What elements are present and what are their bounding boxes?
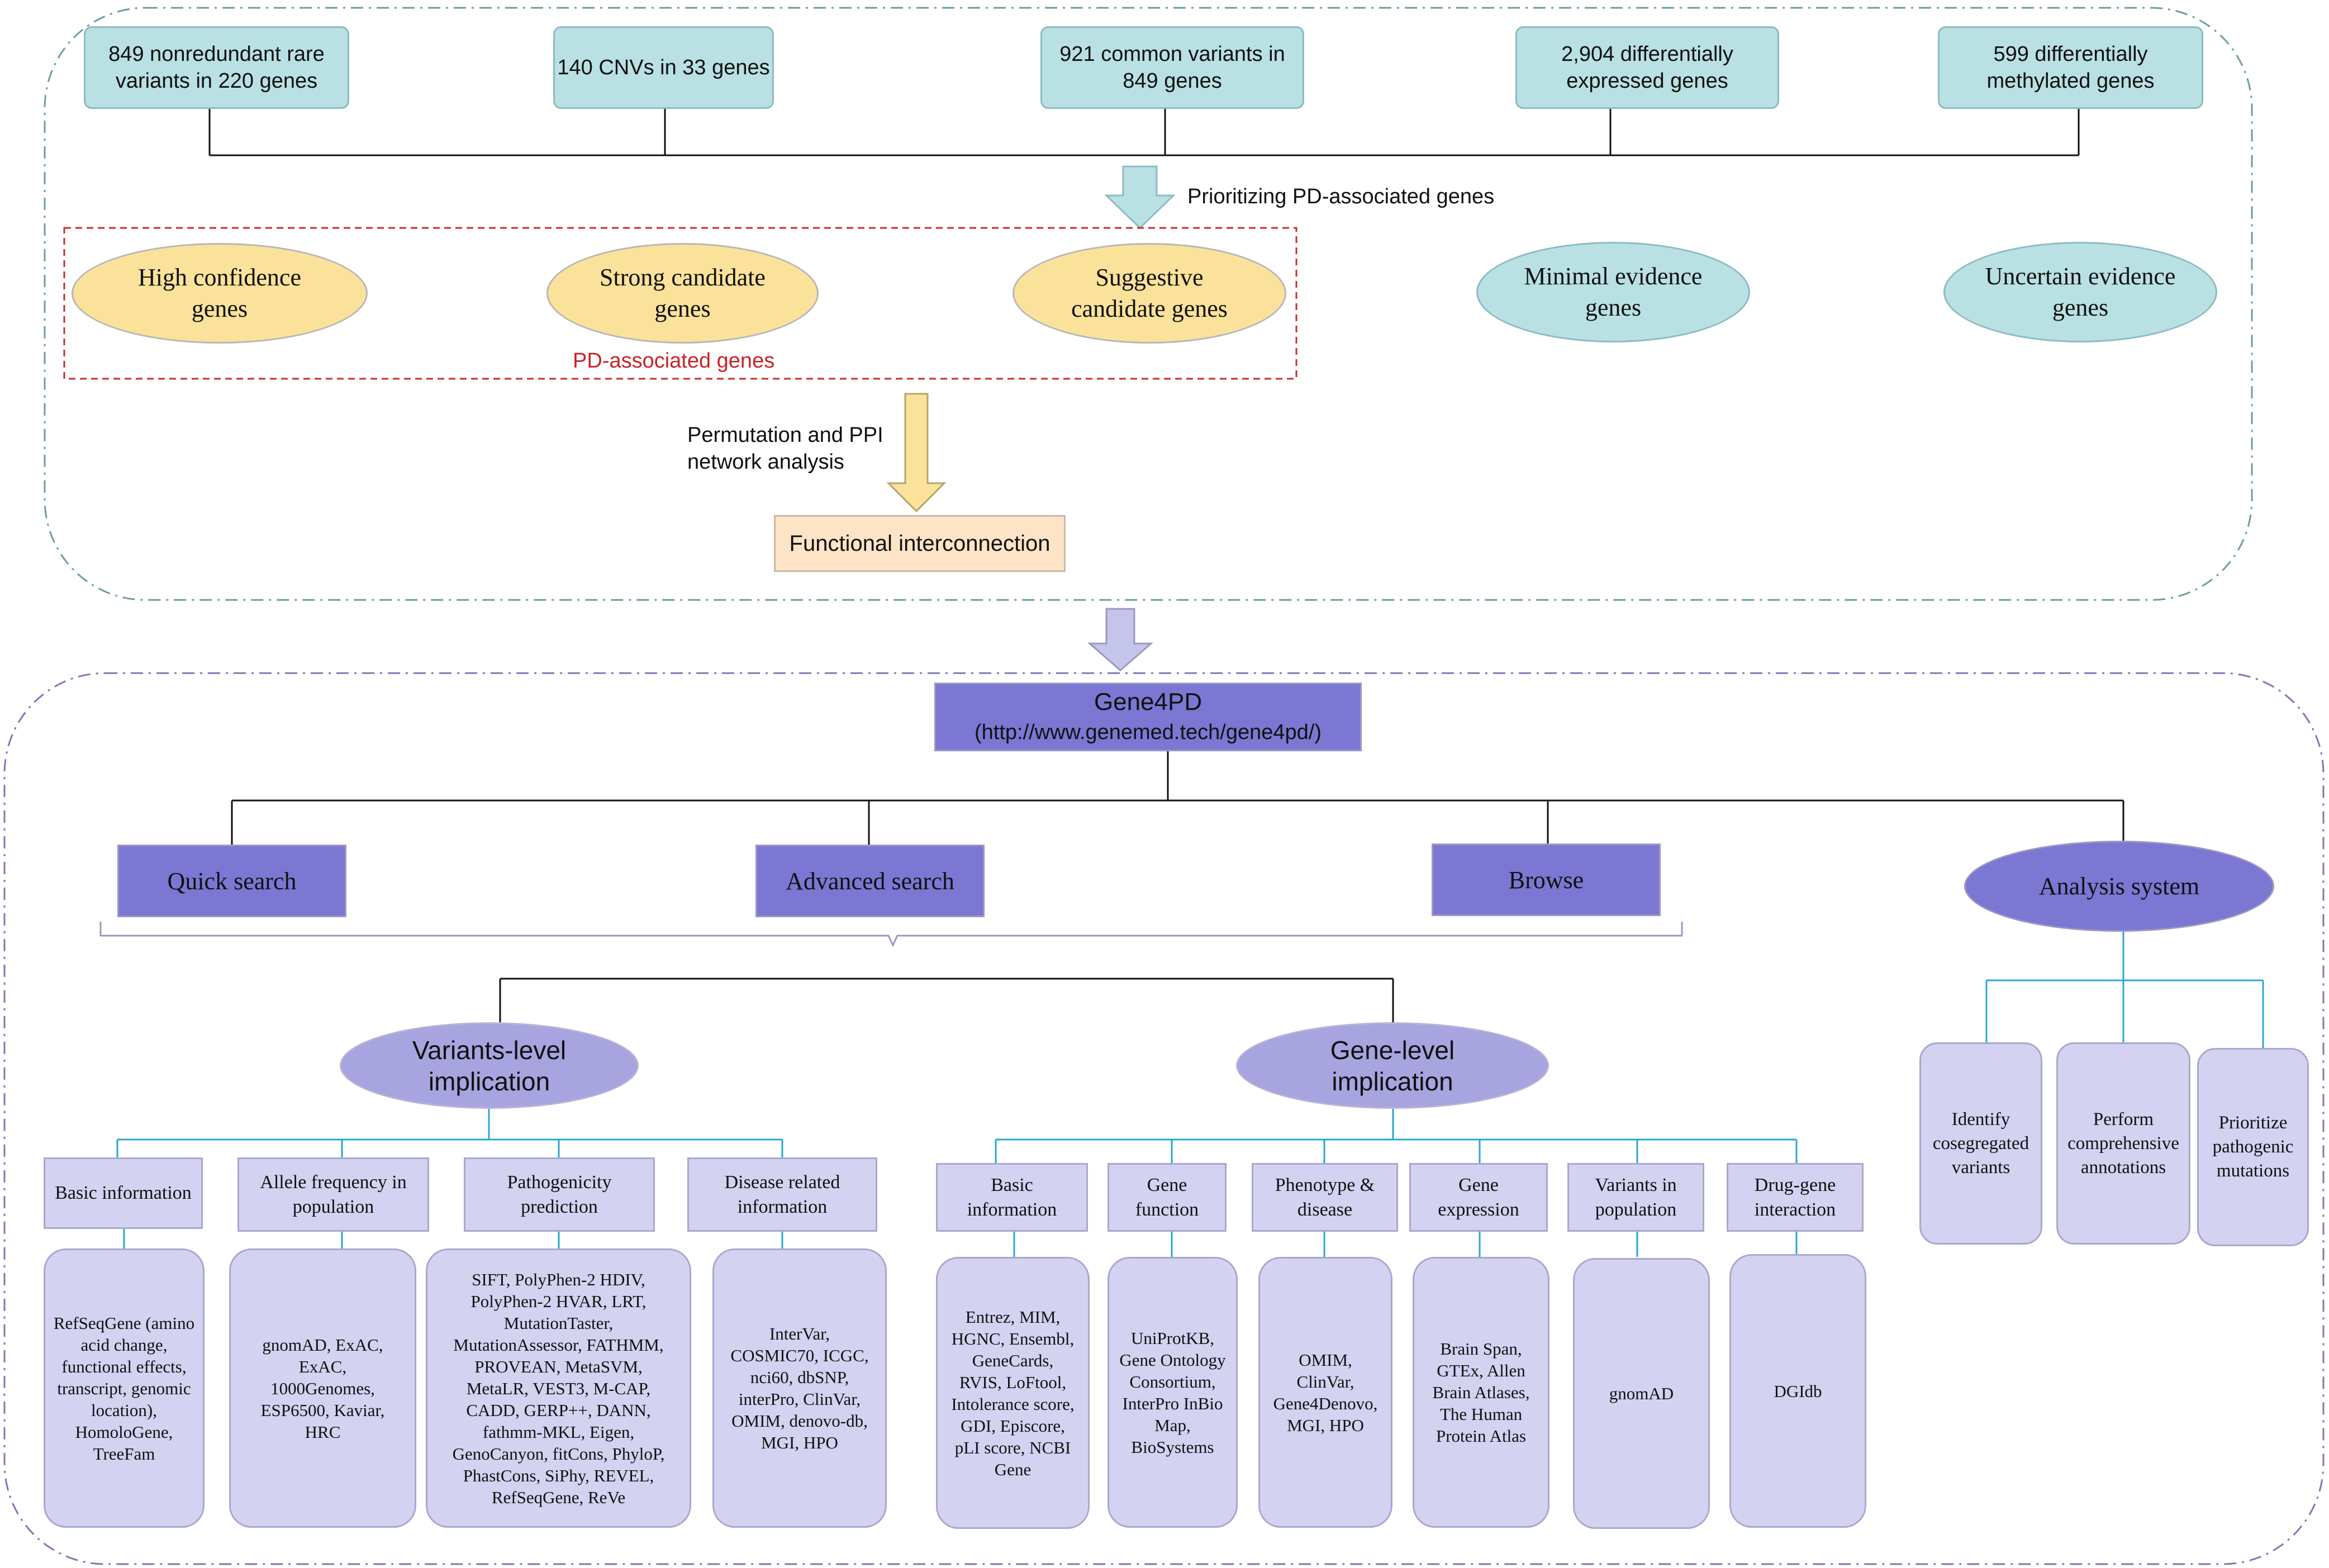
class-uncertain-evidence: Uncertain evidence genes xyxy=(1943,242,2217,342)
gene4pd-header: Gene4PD (http://www.genemed.tech/gene4pd… xyxy=(934,683,1362,751)
input-rare-variants: 849 nonredundant rare variants in 220 ge… xyxy=(84,26,349,109)
gene-detail-expression: Brain Span, GTEx, Allen Brain Atlases, T… xyxy=(1413,1257,1550,1528)
input-cnvs: 140 CNVs in 33 genes xyxy=(553,26,774,109)
variant-detail-allele-frequency: gnomAD, ExAC, ExAC, 1000Genomes, ESP6500… xyxy=(229,1248,416,1528)
variant-detail-basic-info: RefSeqGene (amino acid change, functiona… xyxy=(44,1248,205,1528)
gene4pd-url: (http://www.genemed.tech/gene4pd/) xyxy=(974,720,1322,744)
gene-detail-phenotype: OMIM, ClinVar, Gene4Denovo, MGI, HPO xyxy=(1258,1257,1392,1528)
permutation-label: Permutation and PPI network analysis xyxy=(687,423,883,474)
advanced-search-box: Advanced search xyxy=(755,845,985,917)
functional-interconnection-box: Functional interconnection xyxy=(774,515,1066,572)
quick-search-box: Quick search xyxy=(117,845,346,917)
input-differentially-methylated: 599 differentially methylated genes xyxy=(1938,26,2203,109)
variant-detail-disease-info: InterVar, COSMIC70, ICGC, nci60, dbSNP, … xyxy=(712,1248,887,1528)
gene-cat-drug-gene: Drug-gene interaction xyxy=(1727,1163,1864,1232)
gene-cat-expression: Gene expression xyxy=(1409,1163,1548,1232)
gene-level-ellipse: Gene-level implication xyxy=(1236,1022,1549,1109)
prioritizing-label: Prioritizing PD-associated genes xyxy=(1187,185,1495,208)
analysis-item-annotations: Perform comprehensive annotations xyxy=(2056,1042,2190,1245)
class-suggestive-candidate: Suggestive candidate genes xyxy=(1013,243,1286,344)
gene-cat-phenotype: Phenotype & disease xyxy=(1252,1163,1398,1232)
gene-detail-variants-population: gnomAD xyxy=(1573,1258,1710,1529)
gene-detail-gene-function: UniProtKB, Gene Ontology Consortium, Int… xyxy=(1108,1257,1238,1528)
variant-cat-disease-info: Disease related information xyxy=(687,1157,877,1232)
class-high-confidence: High confidence genes xyxy=(72,243,368,344)
gene4pd-title: Gene4PD xyxy=(1094,688,1202,716)
analysis-item-cosegregated: Identify cosegregated variants xyxy=(1919,1042,2042,1245)
pd-associated-label: PD-associated genes xyxy=(573,349,775,373)
class-minimal-evidence: Minimal evidence genes xyxy=(1476,242,1750,342)
analysis-system-ellipse: Analysis system xyxy=(1964,841,2274,932)
variant-cat-pathogenicity: Pathogenicity prediction xyxy=(464,1157,655,1232)
input-common-variants: 921 common variants in 849 genes xyxy=(1040,26,1304,109)
gene-cat-basic-info: Basic information xyxy=(936,1163,1088,1232)
class-strong-candidate: Strong candidate genes xyxy=(546,243,819,344)
analysis-item-prioritize: Prioritize pathogenic mutations xyxy=(2197,1048,2309,1246)
gene-cat-gene-function: Gene function xyxy=(1108,1163,1227,1232)
variant-detail-pathogenicity: SIFT, PolyPhen-2 HDIV, PolyPhen-2 HVAR, … xyxy=(426,1248,691,1528)
variant-cat-allele-frequency: Allele frequency in population xyxy=(237,1157,429,1232)
gene-cat-variants-population: Variants in population xyxy=(1567,1163,1704,1232)
variant-cat-basic-info: Basic information xyxy=(44,1157,203,1229)
gene-detail-basic-info: Entrez, MIM, HGNC, Ensembl, GeneCards, R… xyxy=(936,1257,1090,1529)
browse-box: Browse xyxy=(1432,843,1661,916)
input-differentially-expressed: 2,904 differentially expressed genes xyxy=(1515,26,1779,109)
gene-detail-drug-gene: DGIdb xyxy=(1729,1254,1866,1528)
variants-level-ellipse: Variants-level implication xyxy=(340,1022,639,1109)
